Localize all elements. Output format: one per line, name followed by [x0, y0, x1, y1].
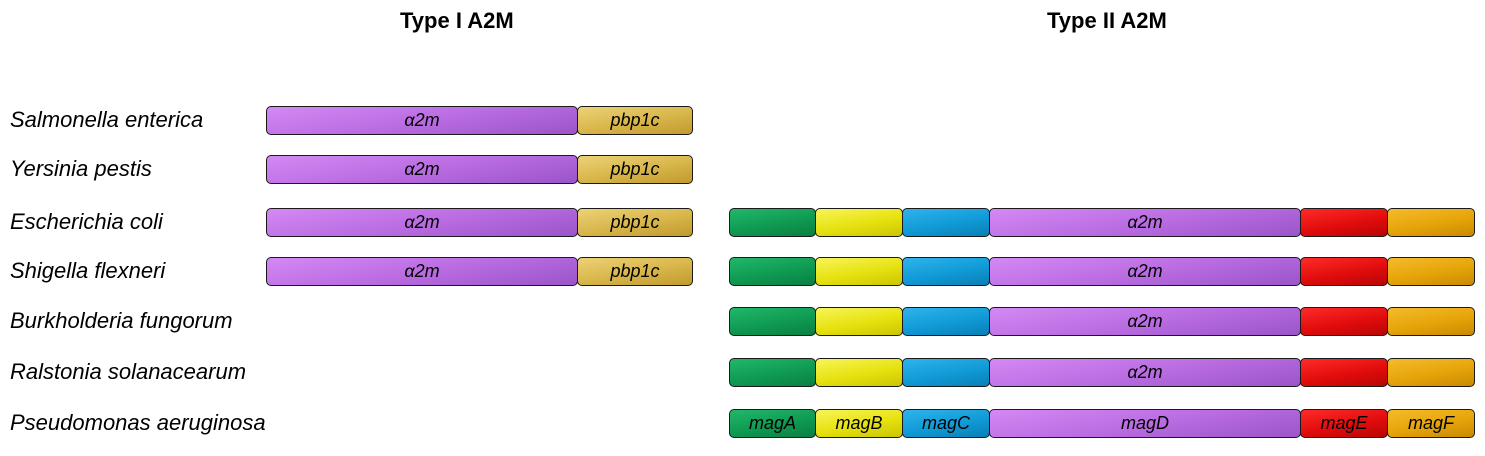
gene-magD: α2m	[989, 358, 1301, 387]
gene-magE	[1300, 358, 1388, 387]
gene-magC	[902, 208, 990, 237]
gene-magC	[902, 358, 990, 387]
gene-magA	[729, 358, 816, 387]
gene-magE: magE	[1300, 409, 1388, 438]
gene-magF	[1387, 257, 1475, 286]
gene-a2m: α2m	[266, 155, 578, 184]
gene-magB	[815, 257, 903, 286]
species-label: Salmonella enterica	[10, 107, 204, 132]
gene-magE	[1300, 208, 1388, 237]
gene-magB	[815, 208, 903, 237]
gene-magD: α2m	[989, 208, 1301, 237]
gene-magC	[902, 257, 990, 286]
gene-magB	[815, 307, 903, 336]
gene-pbp1c: pbp1c	[577, 257, 693, 286]
gene-pbp1c: pbp1c	[577, 208, 693, 237]
gene-a2m: α2m	[266, 106, 578, 135]
gene-magA	[729, 257, 816, 286]
species-label: Yersinia pestis	[10, 156, 152, 181]
gene-pbp1c: pbp1c	[577, 106, 693, 135]
gene-magB	[815, 358, 903, 387]
species-label: Escherichia coli	[10, 209, 163, 234]
species-label: Pseudomonas aeruginosa	[10, 410, 266, 435]
gene-a2m: α2m	[266, 208, 578, 237]
gene-magC	[902, 307, 990, 336]
gene-magD: α2m	[989, 307, 1301, 336]
gene-magF: magF	[1387, 409, 1475, 438]
gene-magD: α2m	[989, 257, 1301, 286]
gene-magF	[1387, 358, 1475, 387]
gene-magC: magC	[902, 409, 990, 438]
gene-pbp1c: pbp1c	[577, 155, 693, 184]
type-1-heading: Type I A2M	[400, 8, 514, 33]
species-label: Burkholderia fungorum	[10, 308, 233, 333]
gene-magE	[1300, 257, 1388, 286]
gene-magA	[729, 208, 816, 237]
gene-magA	[729, 307, 816, 336]
gene-magD: magD	[989, 409, 1301, 438]
gene-magF	[1387, 307, 1475, 336]
type-2-heading: Type II A2M	[1047, 8, 1167, 33]
gene-magB: magB	[815, 409, 903, 438]
gene-magA: magA	[729, 409, 816, 438]
gene-a2m: α2m	[266, 257, 578, 286]
species-label: Ralstonia solanacearum	[10, 359, 247, 384]
gene-magE	[1300, 307, 1388, 336]
species-label: Shigella flexneri	[10, 258, 166, 283]
gene-magF	[1387, 208, 1475, 237]
